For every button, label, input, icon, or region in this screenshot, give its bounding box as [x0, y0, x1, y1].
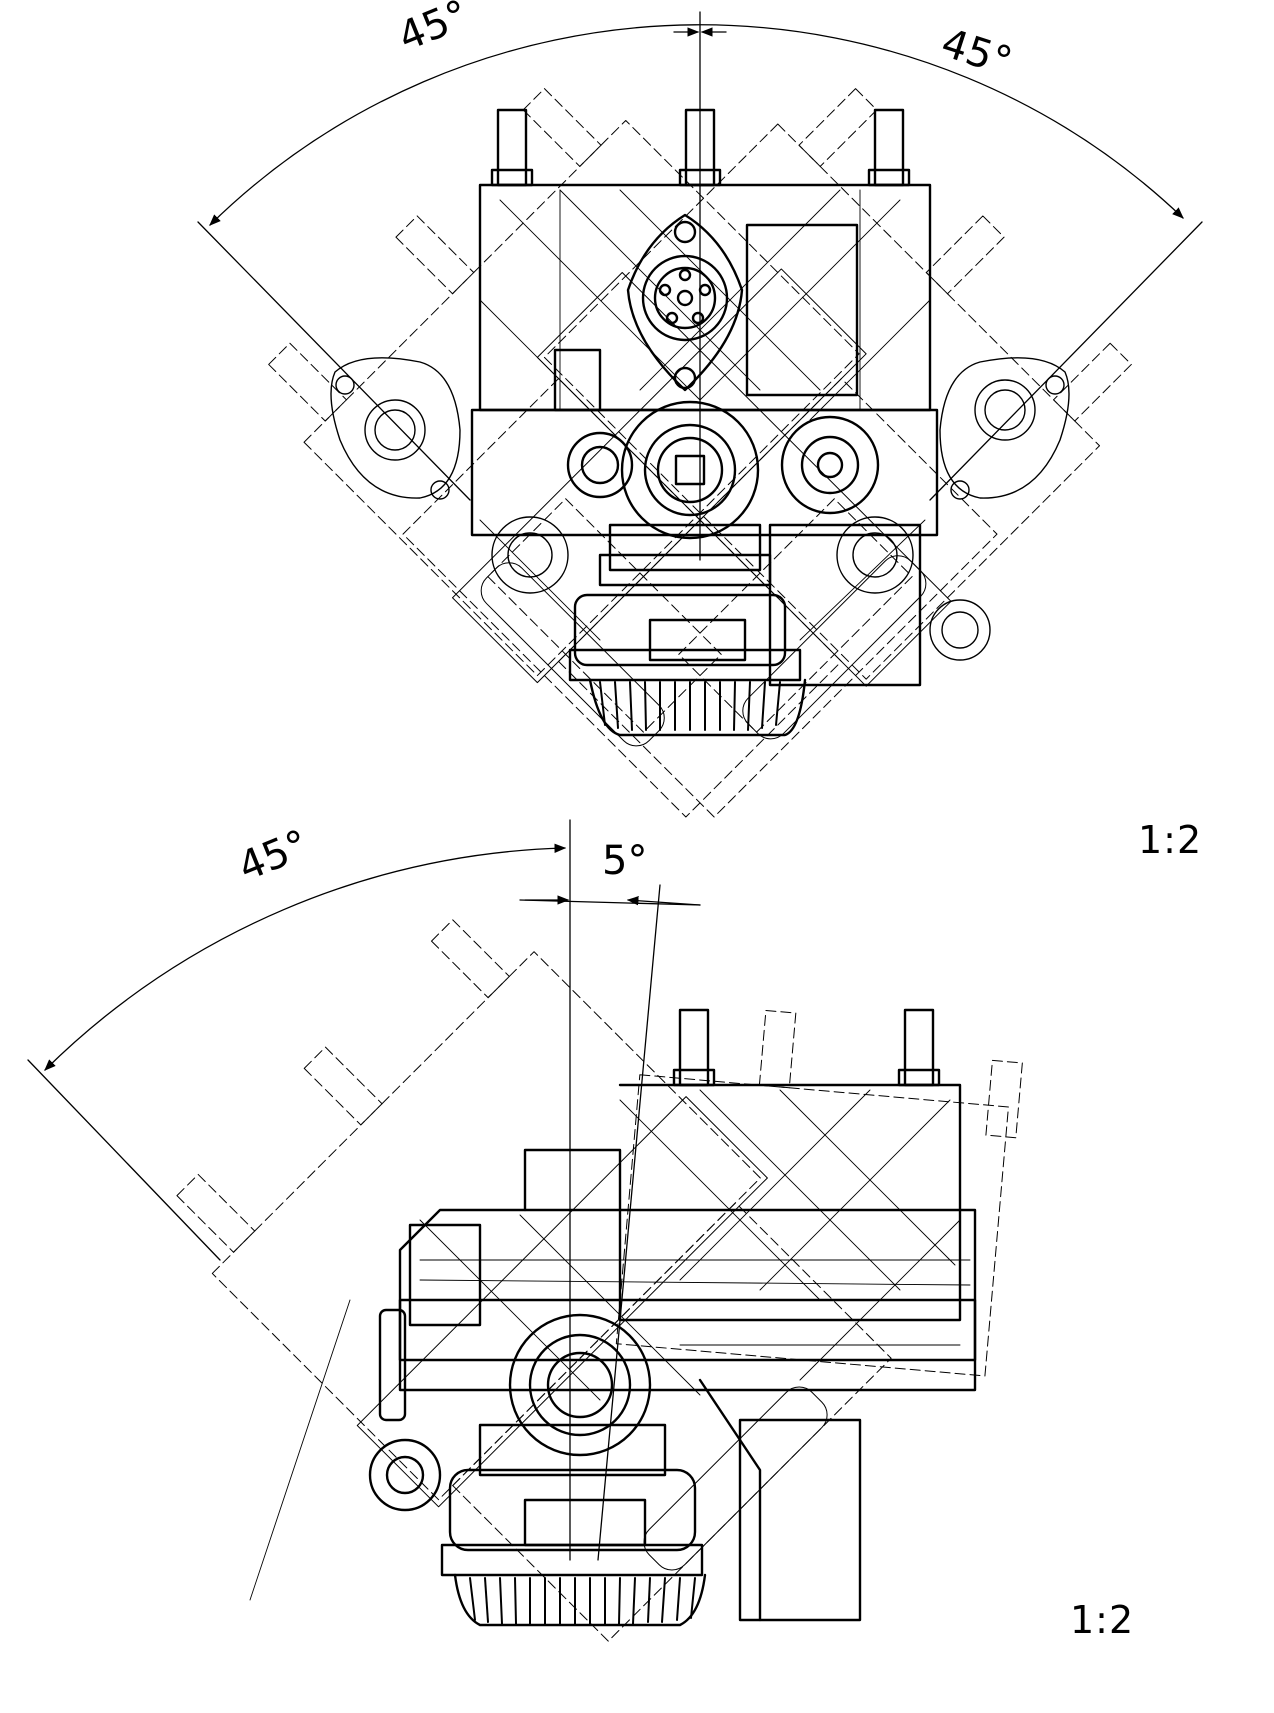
- scale-label-top: 1:2: [1138, 818, 1203, 862]
- bottom-ghost-45-solid: [356, 1096, 828, 1571]
- bottom-angle-dimension: [27, 819, 701, 1561]
- top-hatching: [479, 189, 931, 641]
- bottom-exhaust-fins: [469, 1577, 696, 1625]
- bottom-main-body: [368, 1008, 977, 1627]
- top-ghost-right-solid: [480, 272, 952, 747]
- bottom-view: [27, 819, 1023, 1642]
- top-exhaust-fins: [599, 681, 781, 731]
- top-main-body: [470, 108, 939, 737]
- angle-label-bottom-5: 5°: [602, 838, 648, 884]
- top-ghost-right: [402, 88, 1132, 818]
- top-side-connectors: [330, 357, 1070, 661]
- scale-label-bottom: 1:2: [1070, 1598, 1135, 1642]
- bottom-hatching: [249, 1089, 971, 1601]
- top-view: [197, 11, 1203, 818]
- top-angle-dimension: [197, 11, 1203, 561]
